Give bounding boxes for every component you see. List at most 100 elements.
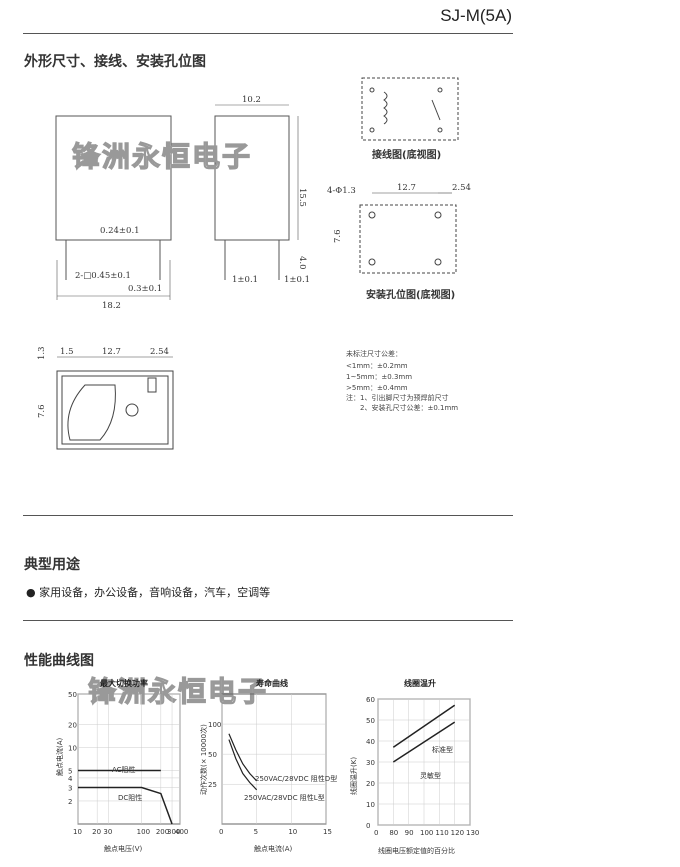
chart1-ytick: 2	[68, 798, 72, 806]
curves-section-title: 性能曲线图	[24, 653, 94, 669]
wiring-diagram	[361, 77, 459, 141]
chart2-xlabel: 触点电流(A)	[254, 844, 293, 853]
chart2-frame	[221, 693, 327, 825]
bottom-dim-pitch: 12.7	[102, 347, 121, 357]
chart3-xtick: 90	[405, 829, 414, 837]
chart2-title: 寿命曲线	[256, 678, 288, 688]
chart3-series-label: 标准型	[432, 745, 453, 754]
front-dim-width: 18.2	[102, 301, 121, 311]
chart1-xtick: 20	[92, 828, 101, 836]
side-dim-height: 15.5	[297, 188, 307, 207]
bottom-dim-a: 1.5	[60, 347, 74, 357]
chart2-series-label: 250VAC/28VDC 阻性L型	[244, 793, 325, 802]
chart2-series-line	[228, 733, 258, 782]
chart1-xtick: 30	[103, 828, 112, 836]
section-divider	[23, 515, 513, 516]
chart1-xlabel: 触点电压(V)	[104, 844, 143, 853]
note-line: <1mm：±0.2mm	[346, 362, 408, 370]
chart1-xtick: 10	[73, 828, 82, 836]
chart1-xtick: 400	[175, 828, 188, 836]
note-line: 1~5mm：±0.3mm	[346, 373, 412, 381]
chart3-ytick: 40	[366, 738, 375, 746]
chart3-series-line	[392, 721, 456, 763]
mount-dim-height: 7.6	[333, 229, 343, 243]
note-line: 注：1、引出脚尺寸为预焊前尺寸	[346, 393, 448, 402]
section-divider	[23, 620, 513, 621]
front-dim-pin: 0.24±0.1	[100, 226, 140, 236]
chart3-xtick: 100	[420, 829, 433, 837]
chart1-ylabel: 触点电流(A)	[55, 737, 64, 776]
bottom-dim-height: 7.6	[37, 404, 47, 418]
bottom-view	[56, 356, 174, 450]
chart2-series-label: 250VAC/28VDC 阻性D型	[255, 774, 337, 783]
mount-caption: 安装孔位图(底视图)	[366, 288, 455, 301]
chart2-xtick: 5	[254, 828, 258, 836]
note-line: 未标注尺寸公差：	[346, 349, 402, 358]
chart3-series-line	[392, 704, 456, 748]
usage-section-title: 典型用途	[24, 557, 80, 573]
chart1-xtick: 300	[167, 828, 180, 836]
chart1-ytick: 3	[68, 784, 72, 792]
side-dim-pinw2: 1±0.1	[284, 275, 310, 285]
chart1-ytick: 20	[68, 721, 77, 729]
bottom-dim-c: 1.3	[37, 346, 47, 360]
note-line: >5mm：±0.4mm	[346, 384, 408, 392]
chart1-series-label: DC阻性	[118, 793, 142, 802]
mount-dim-pitch2: 2.54	[452, 183, 471, 193]
chart2-ytick: 25	[208, 781, 217, 789]
side-dim-pinlen: 4.0	[297, 256, 307, 270]
chart2-ylabel: 动作次数(× 10000次)	[199, 724, 208, 795]
chart3-ylabel: 线圈温升(K)	[349, 757, 358, 795]
chart1-series-label: AC阻性	[112, 765, 136, 774]
chart2-ytick: 100	[208, 721, 221, 729]
chart1-ytick: 50	[68, 691, 77, 699]
note-line: 2、安装孔尺寸公差：±0.1mm	[360, 403, 458, 412]
wiring-caption: 接线图(底视图)	[372, 148, 441, 161]
side-dim-width: 10.2	[242, 95, 261, 105]
chart1-ytick: 5	[68, 768, 72, 776]
chart1-ytick: 4	[68, 775, 73, 783]
chart1-xtick: 200	[156, 828, 169, 836]
chart1-ytick: 10	[68, 744, 77, 752]
chart3-xtick: 130	[466, 829, 479, 837]
model-title: SJ-M(5A)	[440, 6, 512, 25]
watermark: 锋洲永恒电子	[88, 675, 268, 708]
mount-diagram	[359, 192, 457, 274]
chart3-xtick: 0	[374, 829, 378, 837]
mount-dim-pitch: 12.7	[397, 183, 416, 193]
side-view	[214, 104, 299, 280]
front-dim-pin2: 0.3±0.1	[128, 284, 162, 294]
chart3-ytick: 30	[366, 759, 375, 767]
usage-text: 家用设备，办公设备，音响设备，汽车，空调等	[39, 586, 271, 599]
mount-dim-hole: 4-Φ1.3	[327, 186, 356, 196]
chart2-series-line	[228, 739, 258, 791]
chart1-series-line	[78, 786, 173, 825]
chart3-xtick: 120	[451, 829, 464, 837]
side-dim-pinw1: 1±0.1	[232, 275, 258, 285]
header-divider	[23, 33, 513, 34]
chart3-ytick: 0	[366, 822, 370, 830]
chart3-ytick: 10	[366, 801, 375, 809]
chart3-ytick: 20	[366, 780, 375, 788]
usage-bullet: ● 家用设备，办公设备，音响设备，汽车，空调等	[26, 586, 271, 599]
chart2-xtick: 10	[288, 828, 297, 836]
chart3-ytick: 50	[366, 717, 375, 725]
chart2-ytick: 50	[208, 751, 217, 759]
chart3-xlabel: 线圈电压额定值的百分比	[378, 846, 455, 855]
front-dim-pinsq: 2-□0.45±0.1	[75, 271, 131, 281]
chart3-title: 线圈温升	[404, 678, 436, 688]
watermark: 锋洲永恒电子	[72, 140, 252, 173]
chart3-ytick: 60	[366, 696, 375, 704]
front-view	[55, 115, 172, 300]
chart3-xtick: 110	[435, 829, 448, 837]
dims-section-title: 外形尺寸、接线、安装孔位图	[24, 54, 206, 70]
chart1-title: 最大切换功率	[100, 678, 148, 688]
chart2-xtick: 15	[323, 828, 332, 836]
